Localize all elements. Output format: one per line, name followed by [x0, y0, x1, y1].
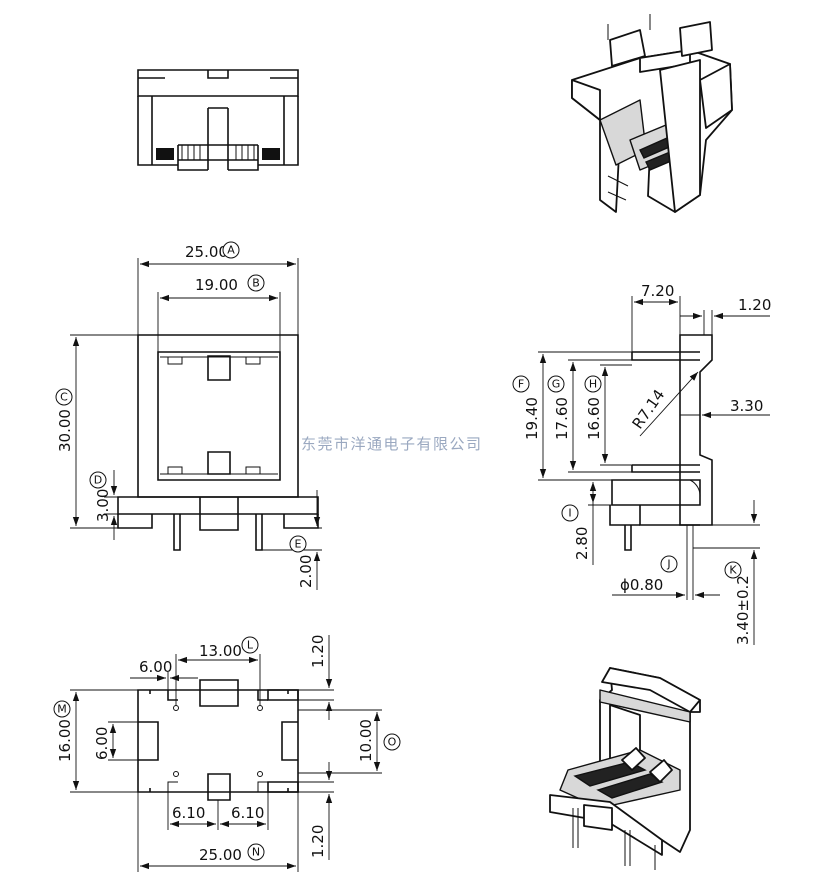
label-circle-b [247, 274, 265, 292]
dim-slot-span: 13.00 [199, 642, 242, 660]
label-l: L [247, 639, 254, 652]
label-b: B [252, 277, 260, 290]
front-view-dimensions: 25.00 A 19.00 B 30.00 C 3.00 D 2.00 E [55, 241, 322, 590]
label-circle-f [512, 375, 530, 393]
iso-view-top [571, 14, 733, 213]
dim-pin-pitch: 3.40±0.2 [734, 575, 752, 645]
dim-offset: 3.30 [730, 397, 763, 415]
dim-radius: R7.14 [629, 386, 669, 432]
dim-pitch-right: 6.10 [231, 804, 264, 822]
dim-width-outer: 25.00 [185, 243, 228, 261]
dim-window-inner: 16.60 [585, 397, 603, 440]
label-circle-n [247, 843, 265, 861]
side-view [609, 334, 713, 551]
label-k: K [729, 564, 737, 577]
top-view [137, 69, 299, 171]
dim-height-bottom: 16.00 [56, 719, 74, 762]
label-circle-m [53, 700, 71, 718]
dim-pin-length: 2.00 [297, 555, 315, 588]
label-j: J [666, 558, 670, 571]
label-g: G [552, 378, 561, 391]
front-view [117, 334, 319, 551]
dim-window-outer: 19.40 [523, 397, 541, 440]
label-e: E [295, 538, 302, 551]
dim-bottom-gap: 1.20 [309, 825, 327, 858]
label-circle-j [660, 555, 678, 573]
dim-top-gap: 1.20 [309, 635, 327, 668]
dim-pad: 6.00 [93, 727, 111, 760]
dim-inner: 10.00 [357, 719, 375, 762]
dim-height: 30.00 [56, 409, 74, 452]
dim-base-height: 3.00 [94, 489, 112, 522]
side-view-dimensions: 7.20 1.20 19.40 F 17.60 G 16.60 H R7.14 … [512, 282, 771, 645]
label-circle-c [55, 388, 73, 406]
label-a: A [227, 244, 235, 257]
iso-view-bottom [549, 667, 701, 870]
label-m: M [57, 703, 67, 716]
label-f: F [518, 378, 524, 391]
label-i: I [568, 507, 571, 520]
label-circle-d [89, 471, 107, 489]
watermark-text: 东莞市洋通电子有限公司 [301, 435, 483, 453]
dim-width-bottom: 25.00 [199, 846, 242, 864]
label-circle-o [383, 733, 401, 751]
label-circle-e [289, 535, 307, 553]
dim-slot-edge: 6.00 [139, 658, 172, 676]
dim-width-inner: 19.00 [195, 276, 238, 294]
dim-wall: 1.20 [738, 296, 771, 314]
label-circle-i [561, 504, 579, 522]
label-c: C [60, 391, 68, 404]
label-circle-g [547, 375, 565, 393]
dim-pin-dia: ϕ0.80 [620, 576, 663, 594]
dim-window-mid: 17.60 [553, 397, 571, 440]
label-circle-a [222, 241, 240, 259]
dim-foot: 2.80 [573, 527, 591, 560]
bottom-view-dimensions: 13.00 L 6.00 16.00 M 6.00 10.00 O 1.20 1… [53, 635, 401, 872]
label-n: N [252, 846, 260, 859]
label-d: D [94, 474, 102, 487]
dim-pitch-left: 6.10 [172, 804, 205, 822]
label-circle-l [241, 636, 259, 654]
label-circle-h [584, 375, 602, 393]
bottom-view [137, 679, 299, 801]
label-h: H [589, 378, 597, 391]
label-circle-k [724, 561, 742, 579]
label-o: O [388, 736, 397, 749]
dim-depth: 7.20 [641, 282, 674, 300]
